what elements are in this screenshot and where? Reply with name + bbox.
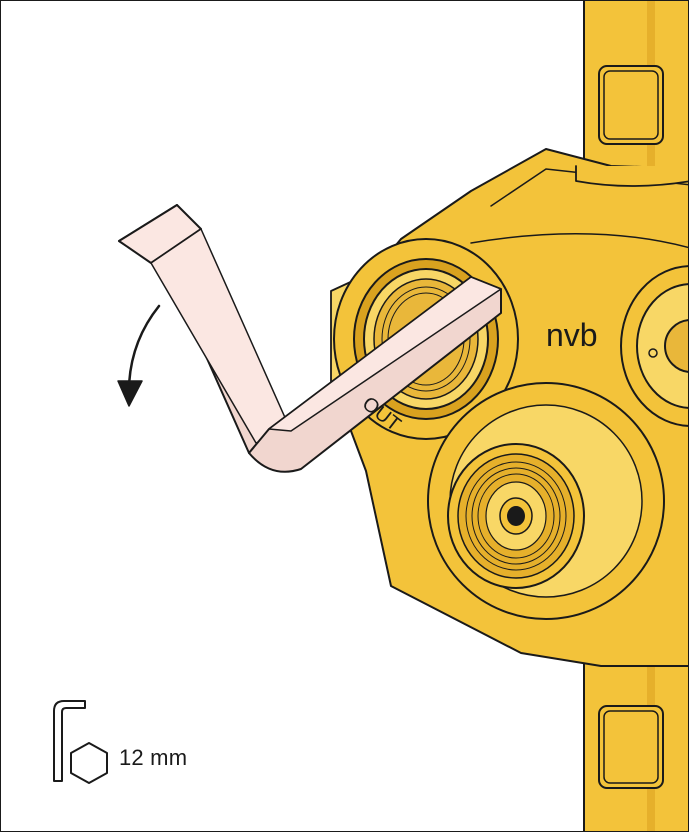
hex-key xyxy=(118,204,502,473)
brand-mark: nvb xyxy=(546,317,598,353)
right-port xyxy=(620,265,688,427)
rotation-arrow-icon xyxy=(117,304,161,407)
tool-size-label: 12 mm xyxy=(119,745,188,770)
hexagon-icon xyxy=(70,742,108,784)
lower-outlet xyxy=(427,382,665,620)
allen-key-icon xyxy=(53,700,86,782)
